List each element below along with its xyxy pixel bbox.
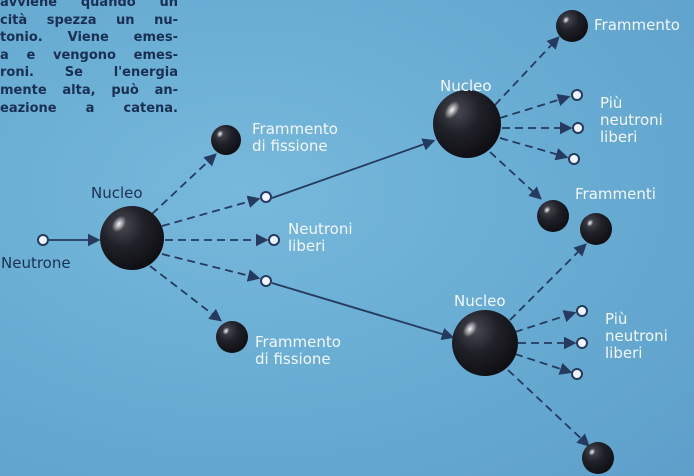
nucleus-2 [433,90,501,158]
intro-line: eazione a catena. [0,100,178,116]
nucleus-2-to-fragment [489,151,542,200]
fragment-top-right [556,10,588,42]
nucleus-3-to-neutron-1 [514,310,577,333]
nucleus-2-to-neutron-1 [499,93,571,119]
intro-line: mente alta, può an- [0,82,178,98]
neutron-b [268,234,280,246]
intro-line: tonio. Viene emes- [0,30,178,46]
neutron-n3-3 [571,368,583,380]
fragment-bottom-left [216,321,248,353]
nucleus-1 [100,206,164,270]
intro-line: a e vengono emes- [0,47,178,63]
intro-line: avviene quando un [0,0,178,10]
fragment-mid-right-a [537,200,569,232]
fragment-mid-right-b [580,213,612,245]
fragment-bottom-right [582,442,614,474]
neutron-to-nucleus-2-arrow [271,138,436,199]
intro-paragraph: avviene quando un cità spezza un nu- ton… [0,0,178,117]
neutron-n2-2 [572,122,584,134]
arrow-to-fragment-top [151,153,217,215]
nucleus-3-to-fragment-bottom [507,369,590,447]
particles [100,10,614,474]
neutrons [37,89,588,380]
neutron-to-nucleus-3-arrow [271,282,455,341]
neutron-c [260,275,272,287]
label-frammento-fissione-bottom: Frammento di fissione [255,333,341,368]
label-neutrone: Neutrone [1,254,71,272]
neutron-incoming [37,234,49,246]
neutron-n3-2 [576,337,588,349]
intro-line: cità spezza un nu- [0,12,178,28]
label-frammento-fissione-top: Frammento di fissione [252,120,338,155]
arrow-to-fragment-bottom [149,265,222,322]
label-piu-neutroni-liberi-bottom: Più neutroni liberi [605,310,668,362]
nucleus-3-to-neutron-3 [514,353,573,375]
arrows [48,36,590,447]
arrow-to-neutron-a [161,195,261,227]
neutron-a [260,191,272,203]
label-piu-neutroni-liberi-top: Più neutroni liberi [600,94,663,146]
label-nucleo-1: Nucleo [91,184,143,202]
label-frammento-top-right: Frammento [594,16,680,34]
fragment-top-left [211,125,241,155]
neutron-n2-1 [571,89,583,101]
neutron-n3-1 [576,305,588,317]
label-nucleo-3: Nucleo [454,292,506,310]
nucleus-3 [452,310,518,376]
nucleus-3-to-fragment [509,243,587,321]
nucleus-2-to-neutron-3 [499,137,569,161]
label-nucleo-2: Nucleo [440,77,492,95]
intro-line: roni. Se l'energia [0,65,178,81]
label-neutroni-liberi: Neutroni liberi [288,220,353,255]
neutron-n2-3 [568,153,580,165]
nucleus-2-to-fragment-top [494,36,560,106]
arrow-to-neutron-c [161,253,261,282]
label-frammenti: Frammenti [575,185,656,203]
